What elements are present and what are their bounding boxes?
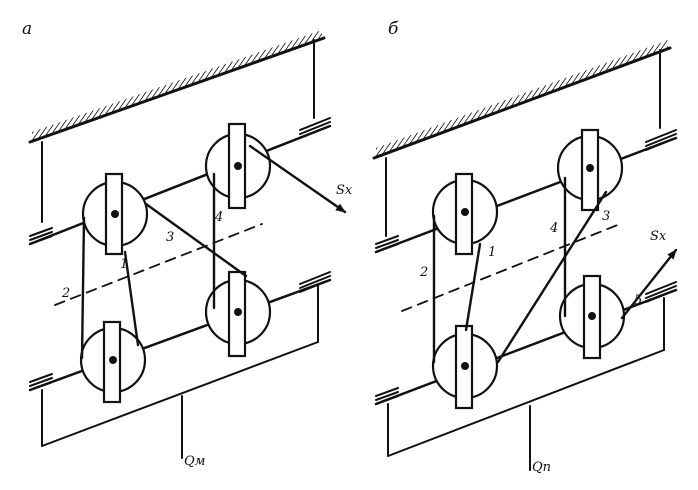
pulley-lower-right-a — [204, 270, 272, 358]
force-label-a: Sx — [336, 183, 353, 198]
panel-label-a: a — [22, 19, 32, 39]
force-label-b: Sx — [650, 229, 667, 244]
hook-frame-b — [387, 297, 665, 471]
rope-number-2-b: 2 — [419, 265, 428, 280]
ceiling-support-a — [28, 30, 326, 223]
panel-a: a — [22, 19, 353, 469]
rope-b — [432, 176, 678, 364]
rope-number-4-b: 4 — [549, 221, 558, 236]
load-label-b: Qп — [532, 460, 551, 475]
upper-axle-a — [28, 117, 332, 246]
pulley-lower-left-b — [431, 324, 499, 410]
rope-number-1-a: 1 — [120, 257, 128, 272]
pulley-upper-left-b — [431, 172, 499, 256]
hook-frame-a — [41, 285, 319, 459]
ceiling-support-b — [372, 40, 672, 237]
rope-number-4-a: 4 — [214, 210, 223, 225]
separation-line-b — [401, 223, 621, 312]
lower-axle-a — [28, 271, 332, 392]
upper-axle-b — [374, 129, 678, 254]
pulley-lower-left-a — [79, 320, 147, 404]
separation-line-a — [54, 223, 263, 306]
rope-number-3-b: 3 — [602, 209, 610, 224]
pulley-upper-left-a — [81, 172, 149, 256]
pulley-lower-right-b — [558, 274, 626, 360]
panel-b: б — [372, 19, 678, 475]
rope-a — [80, 144, 347, 360]
pulley-upper-right-a — [204, 122, 272, 210]
rope-number-5-b: 5 — [634, 293, 642, 308]
rope-number-1-b: 1 — [488, 245, 496, 260]
rope-number-2-a: 2 — [61, 286, 70, 301]
load-label-a: Qм — [184, 454, 205, 469]
pulley-upper-right-b — [556, 128, 624, 212]
lower-axle-b — [374, 281, 678, 406]
rope-number-3-a: 3 — [166, 230, 174, 245]
panel-label-b: б — [388, 19, 399, 39]
